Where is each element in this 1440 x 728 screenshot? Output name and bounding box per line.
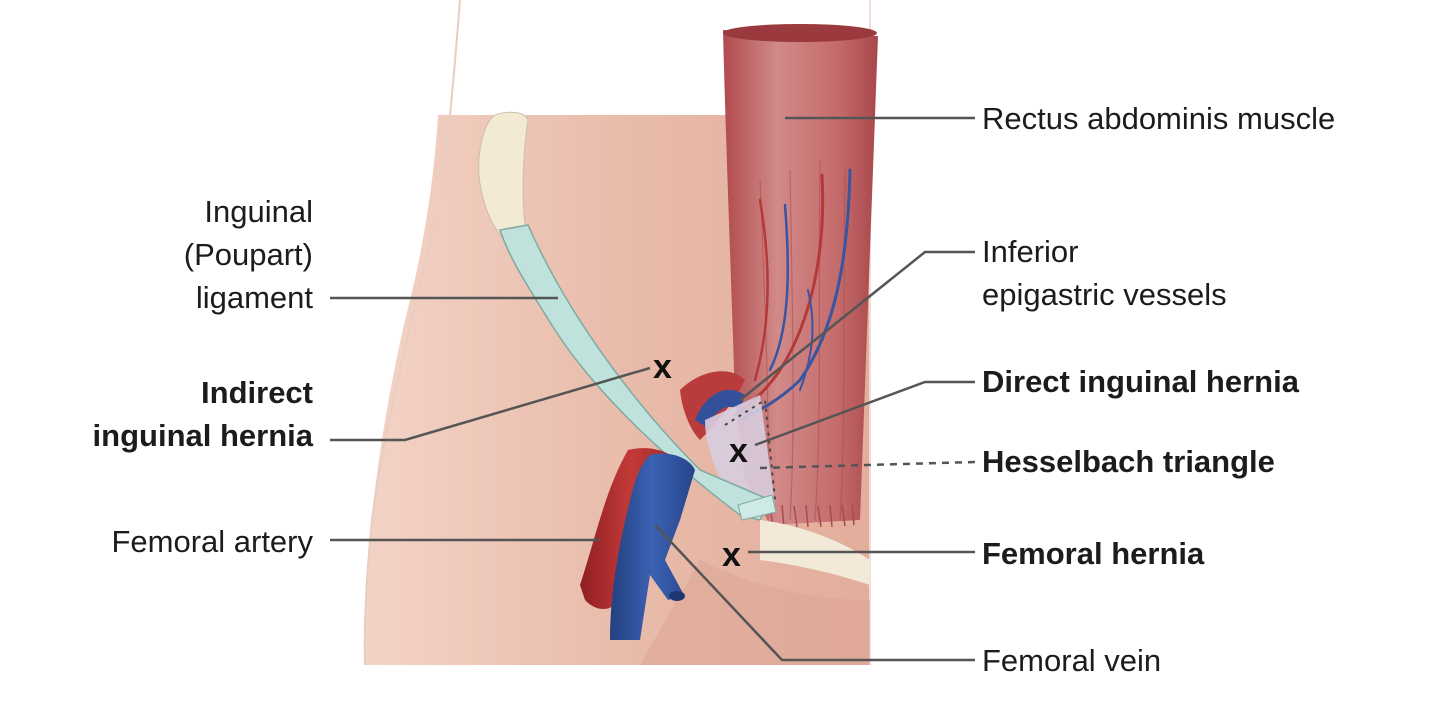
label-femoral-artery: Femoral artery [111, 524, 313, 559]
leader-direct-hernia [754, 380, 975, 447]
leader-hesselbach [759, 460, 976, 470]
label-direct-inguinal-hernia: Direct inguinal hernia [982, 364, 1299, 399]
label-femoral-hernia: Femoral hernia [982, 536, 1205, 571]
leader-lines [330, 116, 976, 662]
label-line: (Poupart) [183, 237, 313, 272]
label-rectus-abdominis: Rectus abdominis muscle [982, 101, 1336, 136]
inguinal-ligament [499, 224, 772, 521]
label-line: ligament [195, 280, 313, 315]
marker-femoral-hernia: x [722, 536, 741, 574]
vessel-arch [695, 389, 745, 428]
rectus-muscle-top [723, 24, 877, 42]
hesselbach-region [705, 395, 775, 505]
body-outline [363, 0, 461, 666]
skin-shading [640, 560, 870, 665]
leader-femoral-vein [654, 524, 975, 662]
muscle-fringe [769, 504, 855, 528]
hesselbach-dots [724, 398, 776, 501]
label-line: epigastric vessels [982, 277, 1227, 312]
label-femoral-vein: Femoral vein [982, 643, 1162, 678]
label-hesselbach-triangle: Hesselbach triangle [982, 444, 1275, 479]
ligament-end [737, 494, 777, 521]
label-line: Indirect [201, 375, 313, 410]
rectus-muscle [723, 30, 878, 525]
leader-indirect-hernia [330, 366, 651, 442]
label-line: Inferior [982, 234, 1079, 269]
label-inferior-epigastric-vessels: Inferior epigastric vessels [982, 230, 1227, 316]
marker-direct-hernia: x [729, 432, 748, 470]
label-indirect-inguinal-hernia: Indirect inguinal hernia [93, 371, 313, 457]
label-inguinal-ligament: Inguinal (Poupart) ligament [184, 190, 313, 319]
label-line: inguinal hernia [92, 418, 313, 453]
vein-branch-end [669, 591, 685, 601]
leader-inferior-epigastric [739, 250, 975, 401]
label-line: Inguinal [204, 194, 313, 229]
marker-indirect-hernia: x [653, 348, 672, 386]
